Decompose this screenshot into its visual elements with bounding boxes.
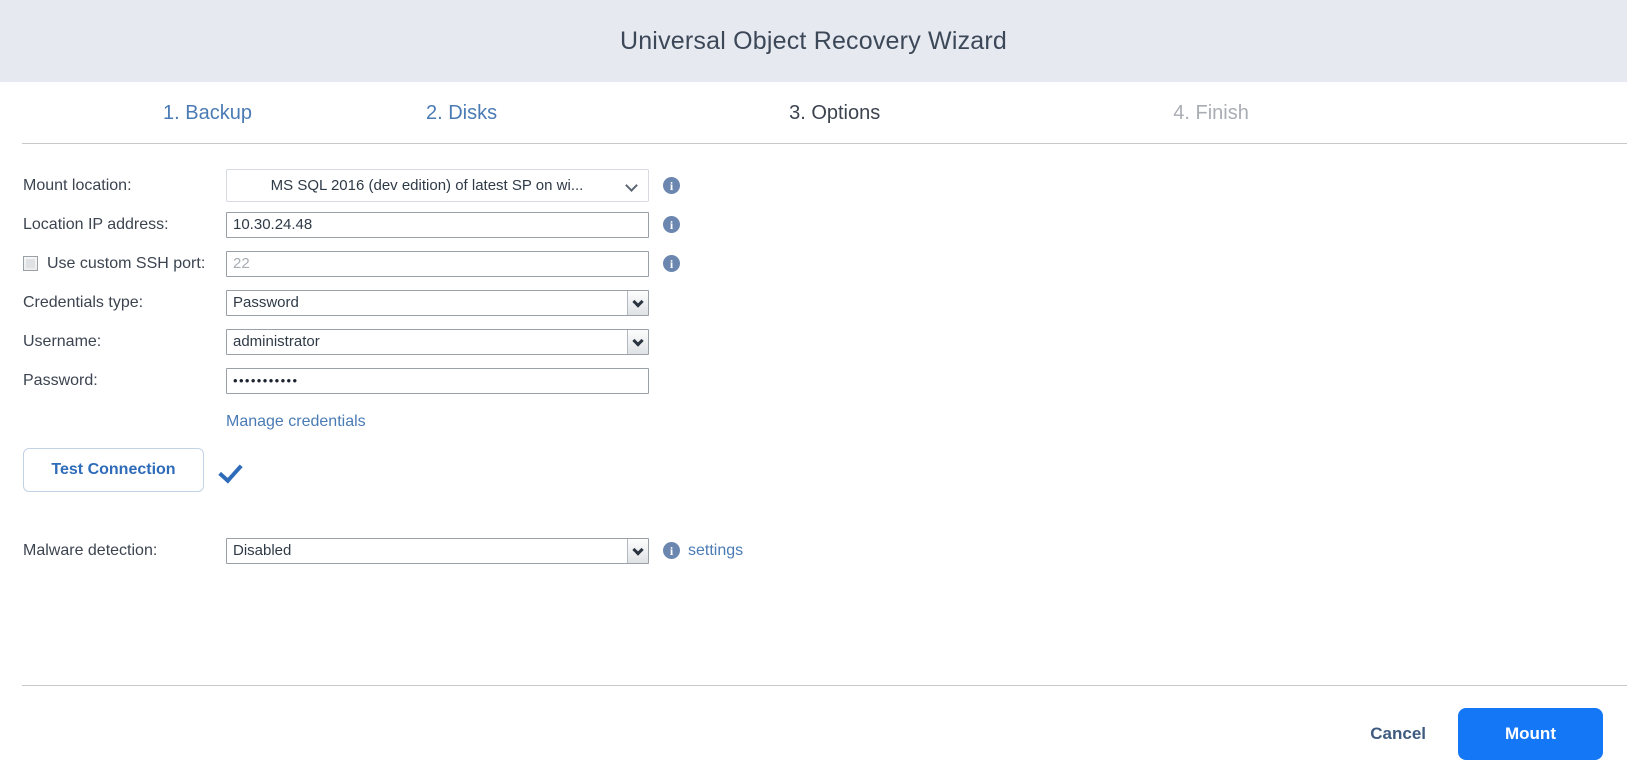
chevron-down-icon [634, 546, 643, 555]
malware-settings-link[interactable]: settings [688, 541, 744, 559]
options-form: Mount location: MS SQL 2016 (dev edition… [0, 143, 1627, 566]
wizard-header: Universal Object Recovery Wizard [0, 0, 1627, 82]
step-finish: 4. Finish [1173, 101, 1249, 124]
mount-location-row: Mount location: MS SQL 2016 (dev edition… [0, 169, 1627, 202]
ssh-port-label-group: Use custom SSH port: [0, 255, 226, 273]
info-icon[interactable]: i [663, 177, 680, 194]
cancel-button[interactable]: Cancel [1370, 723, 1426, 743]
select-arrow-button[interactable] [627, 329, 648, 354]
credentials-type-select[interactable]: Password [226, 289, 649, 316]
ssh-port-input[interactable]: 22 [226, 250, 649, 277]
malware-detection-row: Malware detection: Disabled i settings [0, 535, 1627, 566]
chevron-down-icon [627, 180, 638, 191]
malware-detection-label: Malware detection: [23, 541, 158, 559]
select-arrow-button[interactable] [627, 538, 648, 563]
wizard-footer: Cancel Mount [0, 686, 1627, 781]
info-icon[interactable]: i [663, 216, 680, 233]
password-label: Password: [23, 371, 98, 389]
info-icon[interactable]: i [663, 255, 680, 272]
select-arrow-button[interactable] [627, 290, 648, 315]
info-icon[interactable]: i [663, 542, 680, 559]
manage-credentials-row: Manage credentials [226, 404, 1627, 432]
test-connection-row: Test Connection [23, 448, 1627, 492]
malware-detection-value: Disabled [233, 542, 292, 559]
credentials-type-row: Credentials type: Password [0, 287, 1627, 318]
chevron-down-icon [634, 337, 643, 346]
ssh-port-label: Use custom SSH port: [47, 254, 206, 272]
credentials-type-label: Credentials type: [23, 293, 144, 311]
step-options[interactable]: 3. Options [789, 101, 881, 124]
location-ip-input[interactable]: 10.30.24.48 [226, 211, 649, 238]
mount-location-value: MS SQL 2016 (dev edition) of latest SP o… [270, 177, 584, 194]
password-input[interactable]: ••••••••••• [226, 367, 649, 394]
username-label: Username: [23, 332, 102, 350]
username-value: administrator [233, 333, 320, 350]
malware-detection-select[interactable]: Disabled [226, 537, 649, 564]
password-row: Password: ••••••••••• [0, 365, 1627, 396]
credentials-type-value: Password [233, 294, 299, 311]
chevron-down-icon [634, 298, 643, 307]
wizard-steps: 1. Backup 2. Disks 3. Options 4. Finish [0, 82, 1627, 144]
location-ip-label: Location IP address: [23, 215, 169, 233]
mount-location-label: Mount location: [23, 176, 132, 194]
step-backup[interactable]: 1. Backup [163, 101, 252, 124]
location-ip-row: Location IP address: 10.30.24.48 i [0, 209, 1627, 240]
test-connection-button[interactable]: Test Connection [23, 448, 204, 492]
manage-credentials-link[interactable]: Manage credentials [226, 413, 366, 430]
use-custom-ssh-port-checkbox[interactable] [23, 256, 38, 271]
step-disks[interactable]: 2. Disks [425, 101, 498, 124]
mount-location-dropdown[interactable]: MS SQL 2016 (dev edition) of latest SP o… [226, 169, 649, 202]
mount-button[interactable]: Mount [1458, 707, 1603, 760]
username-row: Username: administrator [0, 326, 1627, 357]
username-select[interactable]: administrator [226, 328, 649, 355]
footer-divider [22, 685, 1627, 686]
check-icon [221, 457, 247, 483]
page-title: Universal Object Recovery Wizard [619, 26, 1008, 55]
steps-divider [22, 143, 1627, 144]
ssh-port-row: Use custom SSH port: 22 i [0, 248, 1627, 279]
